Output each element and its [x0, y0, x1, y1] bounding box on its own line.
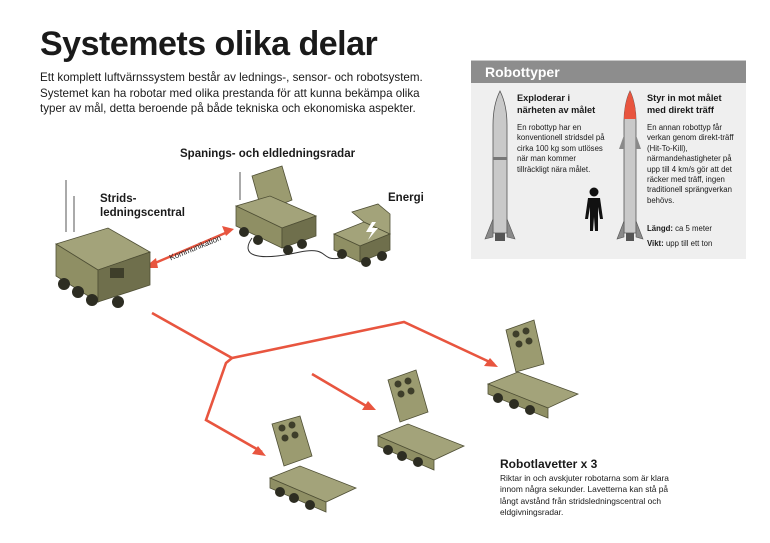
page-title: Systemets olika delar: [40, 25, 378, 63]
weight-label: Vikt:: [647, 239, 664, 248]
robot-types-heading: Robottyper: [471, 61, 746, 83]
weight-value: upp till ett ton: [665, 239, 713, 248]
radar-label: Spanings- och eldledningsradar: [180, 148, 356, 160]
missile-1-text: En robottyp har en konventionell stridsd…: [517, 123, 605, 174]
central-label: Strids-ledningscentral: [100, 193, 185, 219]
launchers-description: Riktar in och avskjuter robotarna som är…: [500, 473, 669, 518]
link-branch-2: [311, 372, 369, 409]
connection-lines: [151, 311, 495, 454]
missile-length: Längd: ca 5 meter: [647, 224, 712, 233]
energy-truck: [332, 203, 392, 267]
missile-1-heading: Exploderar i närheten av målet: [517, 93, 596, 115]
power-cable: [247, 237, 341, 260]
robot-types-graphics: [484, 90, 644, 241]
arrowhead-launcher-3: [484, 358, 498, 367]
launcher-2: [376, 369, 466, 471]
person-icon: [585, 187, 603, 231]
launchers-label: Robotlavetter x 3: [500, 457, 598, 471]
robot-types-panel: Robottyper Exploderar i närheten av måle…: [471, 60, 746, 259]
arrowhead-launcher-1: [252, 446, 266, 456]
missile-2-icon: [616, 90, 644, 241]
energy-label: Energi: [388, 192, 424, 204]
link-branch-1: [204, 357, 263, 454]
arrowheads: [252, 358, 498, 456]
missile-weight: Vikt: upp till ett ton: [647, 239, 712, 248]
launcher-3: [486, 319, 580, 419]
launcher-1: [268, 415, 358, 513]
missile-2-heading: Styr in mot målet med direkt träff: [647, 93, 722, 115]
command-central-truck: [55, 180, 151, 308]
length-value: ca 5 meter: [675, 224, 712, 233]
radar-truck: [234, 165, 318, 255]
link-main: [151, 311, 495, 366]
arrowhead-launcher-2: [362, 401, 376, 410]
length-label: Längd:: [647, 224, 673, 233]
missile-2-text: En annan robottyp får verkan genom direk…: [647, 123, 734, 205]
intro-text: Ett komplett luftvärnssystem består av l…: [40, 71, 423, 116]
missile-1-icon: [484, 90, 516, 241]
